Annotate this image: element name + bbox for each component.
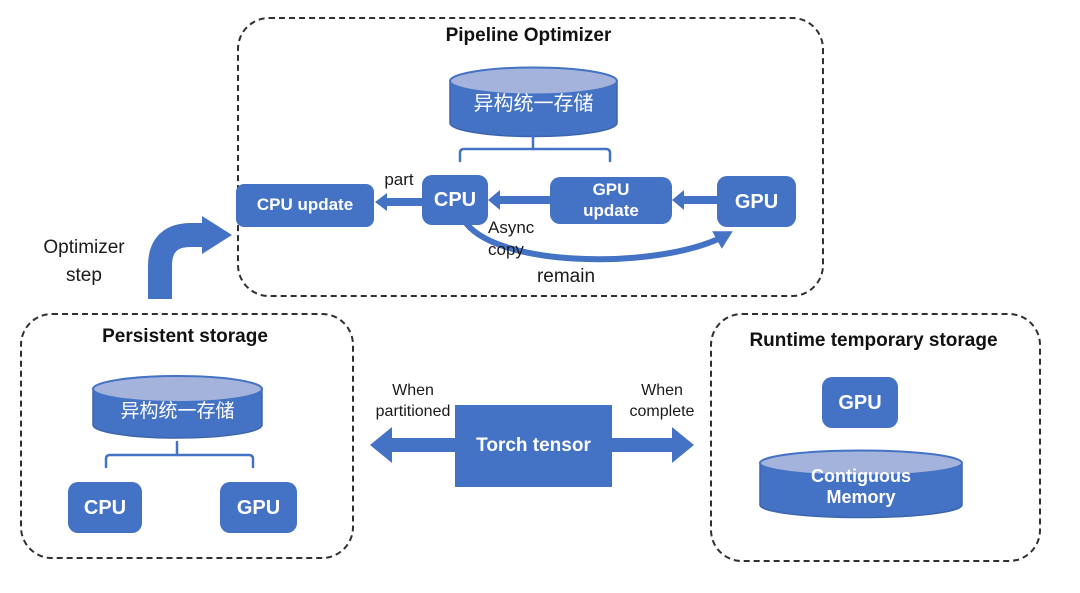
arrow-tensor-left (370, 427, 456, 463)
async-copy-label: Async copy (488, 218, 535, 260)
gpu-update-box: GPU update (550, 177, 672, 224)
arrow-gpu-update-to-cpu (488, 190, 550, 210)
pipeline-optimizer-title: Pipeline Optimizer (445, 25, 612, 46)
cpu-box: CPU (422, 175, 488, 225)
persistent-cpu-box: CPU (68, 482, 142, 533)
arrow-gpu-to-gpu-update (672, 190, 717, 210)
persistent-storage-cylinder (92, 375, 263, 439)
contiguous-memory-cylinder (759, 449, 963, 519)
arrow-tensor-right (611, 427, 694, 463)
pipeline-storage-label: 异构统一存储 (473, 92, 594, 115)
remain-label: remain (536, 266, 596, 287)
persistent-storage-label: 异构统一存储 (120, 401, 235, 423)
optimizer-step-label: Optimizer step (43, 237, 125, 286)
pipeline-optimizer-group (237, 17, 824, 297)
torch-tensor-box: Torch tensor (455, 405, 612, 487)
runtime-storage-title: Runtime temporary storage (749, 330, 998, 351)
persistent-bracket (104, 440, 255, 469)
cpu-update-box: CPU update (236, 184, 374, 227)
when-complete-label: When complete (629, 382, 695, 420)
when-partitioned-label: When partitioned (375, 382, 451, 420)
contiguous-memory-label: Contiguous Memory (811, 466, 911, 507)
persistent-storage-group (20, 313, 354, 559)
arrow-cpu-to-cpu-update (375, 193, 422, 211)
pipeline-storage-cylinder (449, 66, 618, 138)
runtime-storage-group (710, 313, 1041, 562)
pipeline-bracket (458, 135, 612, 163)
persistent-storage-title: Persistent storage (102, 326, 268, 347)
persistent-gpu-box: GPU (220, 482, 297, 533)
runtime-gpu-box: GPU (822, 377, 898, 428)
gpu-box: GPU (717, 176, 796, 227)
part-label: part (384, 170, 414, 189)
optimizer-step-arrow (148, 216, 232, 299)
arrow-cpu-to-gpu-remain (461, 217, 733, 263)
